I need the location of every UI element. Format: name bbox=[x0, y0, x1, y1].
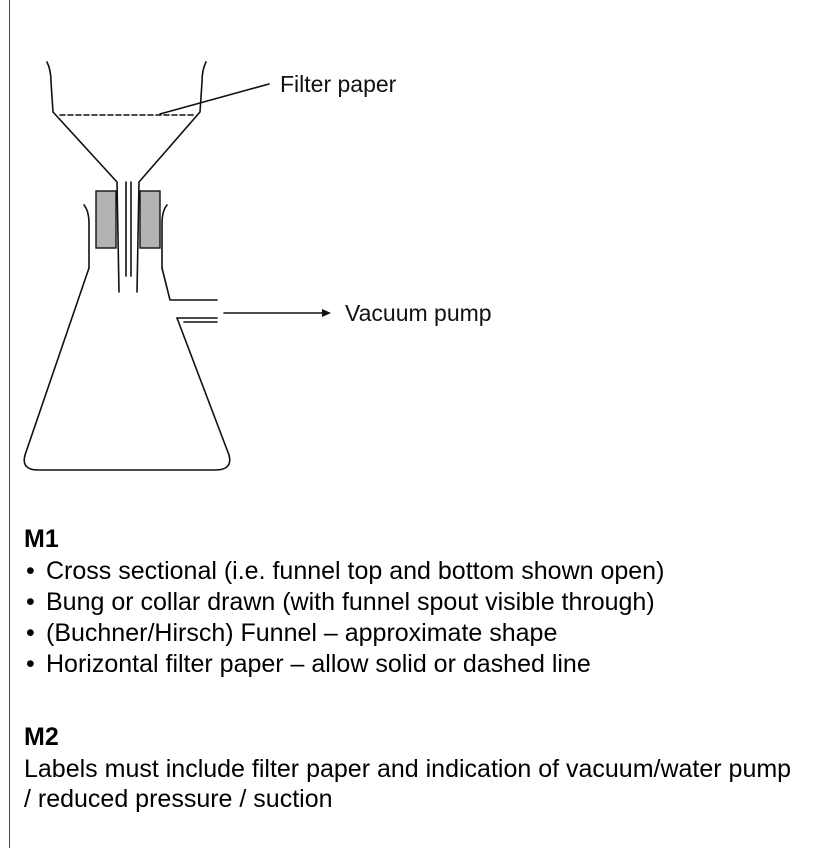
funnel-right-wall bbox=[136, 61, 207, 293]
m1-block: M1 Cross sectional (i.e. funnel top and … bbox=[24, 524, 804, 680]
vacuum-arrow-head bbox=[322, 309, 331, 317]
m1-point: Cross sectional (i.e. funnel top and bot… bbox=[24, 556, 804, 587]
m1-heading: M1 bbox=[24, 525, 59, 553]
m2-block: M2 Labels must include filter paper and … bbox=[24, 722, 804, 814]
flask-neck-right bbox=[161, 204, 168, 269]
m1-point: (Buchner/Hirsch) Funnel – approximate sh… bbox=[24, 618, 804, 649]
filter-paper-label: Filter paper bbox=[280, 71, 397, 97]
filtration-apparatus-diagram: Filter paper Vacuum pump bbox=[23, 61, 492, 471]
m2-text: Labels must include filter paper and ind… bbox=[24, 755, 792, 813]
filter-paper-leader bbox=[159, 83, 270, 115]
vacuum-pump-label: Vacuum pump bbox=[345, 300, 492, 326]
bung-left bbox=[95, 190, 117, 249]
m1-points-list: Cross sectional (i.e. funnel top and bot… bbox=[24, 556, 804, 680]
flask-side-arm-upper bbox=[161, 267, 218, 301]
m2-heading: M2 bbox=[24, 723, 59, 751]
flask-body-left bbox=[23, 267, 231, 471]
mark-scheme: M1 Cross sectional (i.e. funnel top and … bbox=[24, 524, 804, 814]
m1-point: Bung or collar drawn (with funnel spout … bbox=[24, 587, 804, 618]
funnel-left-wall bbox=[46, 61, 120, 293]
bung-right bbox=[139, 190, 161, 249]
left-border-line bbox=[9, 0, 10, 848]
m1-point: Horizontal filter paper – allow solid or… bbox=[24, 649, 804, 680]
flask-neck-left bbox=[83, 204, 90, 269]
